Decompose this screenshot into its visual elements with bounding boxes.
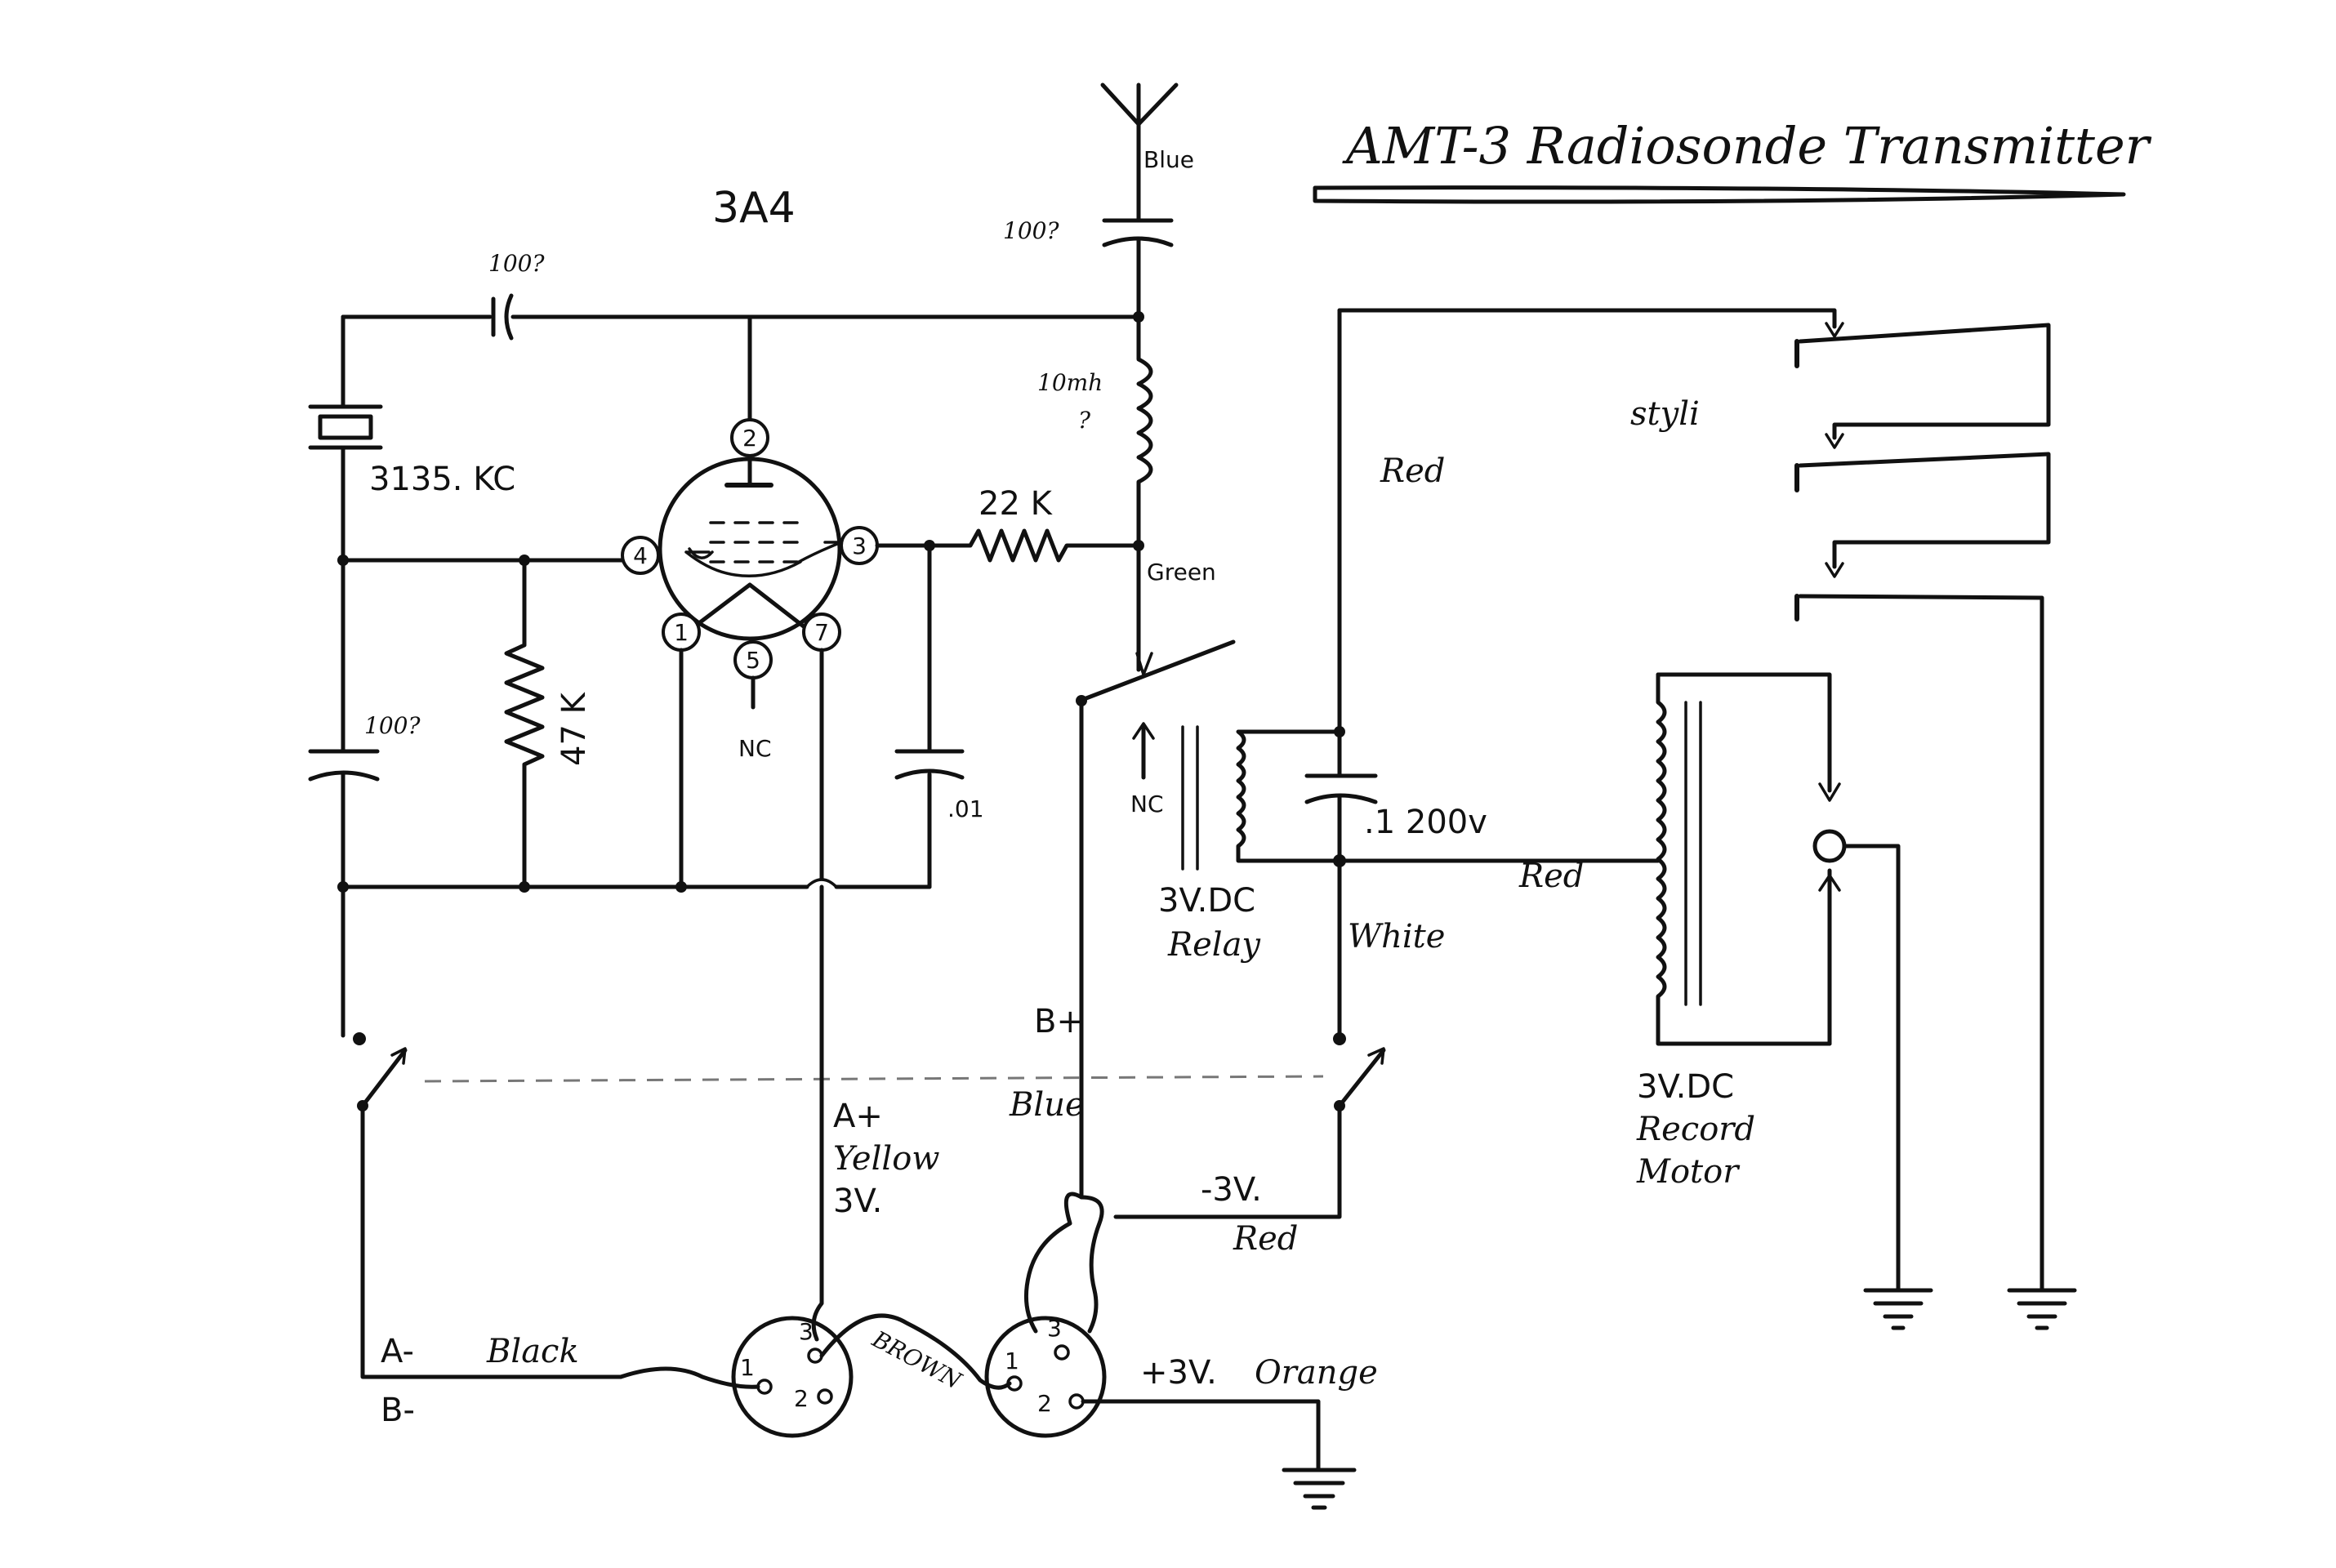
relay-label: 3V.DC (1158, 882, 1255, 920)
wire-yellow (811, 884, 824, 1342)
antenna-wire-label: Blue (1143, 146, 1194, 173)
grid-rail-wires (341, 558, 625, 1038)
gang-link (424, 1075, 1324, 1083)
relay-coil (1181, 725, 1342, 871)
plate-resistor (875, 528, 1141, 563)
b-minus-label: B- (381, 1392, 415, 1429)
tube-pin-3-label: 3 (852, 532, 867, 559)
grid-leak-resistor (504, 558, 545, 889)
grid-resistor-label: 47 K (555, 691, 593, 766)
bypass-capacitor (894, 543, 965, 889)
power-switch-right (1113, 1032, 1386, 1219)
relay-nc-arrow (1132, 722, 1155, 780)
antenna-cap-label: 100? (1003, 217, 1059, 244)
tube-pin-2 (730, 418, 769, 457)
plus3v-label: +3V. (1140, 1354, 1217, 1392)
styli-assembly (1337, 308, 2051, 1273)
tube-pin-4 (621, 536, 660, 575)
relay-capacitor (1304, 308, 1378, 1040)
relay-label-2: Relay (1167, 926, 1261, 964)
ground-symbol (1863, 1268, 1933, 1330)
a-minus-label: A- (381, 1333, 414, 1370)
grid-cap-label: 100? (364, 712, 421, 739)
tube-pin-7-label: 7 (814, 619, 829, 646)
bypass-cap-label: .01 (947, 795, 984, 822)
grid-capacitor (308, 749, 380, 782)
wire-orange (1081, 1399, 1321, 1472)
white-wire-label: White (1348, 918, 1445, 956)
plug-left-pin-1: 1 (740, 1354, 755, 1381)
motor-label-2: Record (1636, 1111, 1755, 1148)
minus3v-label: -3V. (1201, 1171, 1262, 1209)
tube-type-label: 3A4 (712, 184, 796, 233)
plate-resistor-label: 22 K (979, 485, 1054, 523)
cathode-bus (341, 878, 932, 889)
tube-pin-5-nc: NC (738, 735, 772, 762)
aplus-label: A+ (833, 1098, 883, 1135)
feedback-cap-label: 100? (488, 250, 545, 277)
wire-brown (819, 1313, 1012, 1390)
record-motor (1337, 672, 1901, 1273)
junction-dot (337, 881, 349, 893)
plug-right-pin-1: 1 (1005, 1348, 1019, 1374)
junction-dot (519, 881, 530, 893)
crystal-symbol (308, 404, 383, 563)
top-rail-wires (341, 314, 1141, 421)
relay-contacts (1076, 639, 1236, 1200)
feedback-capacitor (491, 293, 514, 341)
tube-pin-1-label: 1 (674, 619, 689, 646)
tube-pin-2-label: 2 (742, 425, 757, 452)
wire-black (618, 1366, 760, 1389)
red-wire-label-mid: Red (1518, 858, 1584, 895)
relay-cap-label: .1 200v (1364, 804, 1487, 841)
motor-label-3: Motor (1636, 1153, 1741, 1191)
ground-symbol (1282, 1468, 1357, 1510)
tube-3a4 (658, 455, 856, 641)
diagram-title: AMT-3 Radiosonde Transmitter (1342, 116, 2152, 176)
antenna-symbol (1100, 82, 1179, 223)
a-voltage-label: 3V. (833, 1183, 882, 1220)
rf-choke (1136, 314, 1153, 672)
tube-pin-wires (679, 648, 824, 889)
junction-dot (337, 555, 349, 566)
red-wire-label-top: Red (1380, 452, 1445, 490)
motor-label: 3V.DC (1637, 1068, 1734, 1106)
green-wire-label: Green (1147, 559, 1216, 586)
red-wire-label-bottom: Red (1233, 1220, 1298, 1258)
blue-wire-label: Blue (1009, 1086, 1085, 1124)
antenna-coupling-capacitor (1102, 218, 1174, 319)
wire-blue (1023, 1192, 1104, 1334)
bplus-label: B+ (1034, 1003, 1084, 1040)
crystal-frequency-label: 3135. KC (369, 461, 515, 498)
junction-dot (675, 881, 687, 893)
plug-right-pin-2: 2 (1037, 1390, 1052, 1417)
battery-plug-right (984, 1316, 1107, 1438)
yellow-wire-label: Yellow (833, 1140, 940, 1178)
black-wire-label: Black (486, 1333, 579, 1370)
plug-left-pin-3: 3 (799, 1318, 814, 1345)
junction-dot (1334, 726, 1345, 737)
plug-right-pin-3: 3 (1047, 1315, 1062, 1342)
choke-label: 10mh (1037, 369, 1103, 396)
choke-question: ? (1078, 407, 1091, 434)
tube-pin-5-label: 5 (746, 647, 760, 674)
orange-wire-label: Orange (1255, 1354, 1378, 1392)
ground-symbol (2007, 1268, 2077, 1330)
power-switch-left (353, 1032, 623, 1379)
title-underline (1313, 185, 2126, 204)
styli-label: styli (1630, 395, 1700, 433)
plug-left-pin-2: 2 (794, 1385, 809, 1412)
relay-nc-label: NC (1130, 791, 1164, 817)
brown-wire-label: BROWN (867, 1325, 967, 1396)
tube-pin-4-label: 4 (633, 542, 648, 569)
